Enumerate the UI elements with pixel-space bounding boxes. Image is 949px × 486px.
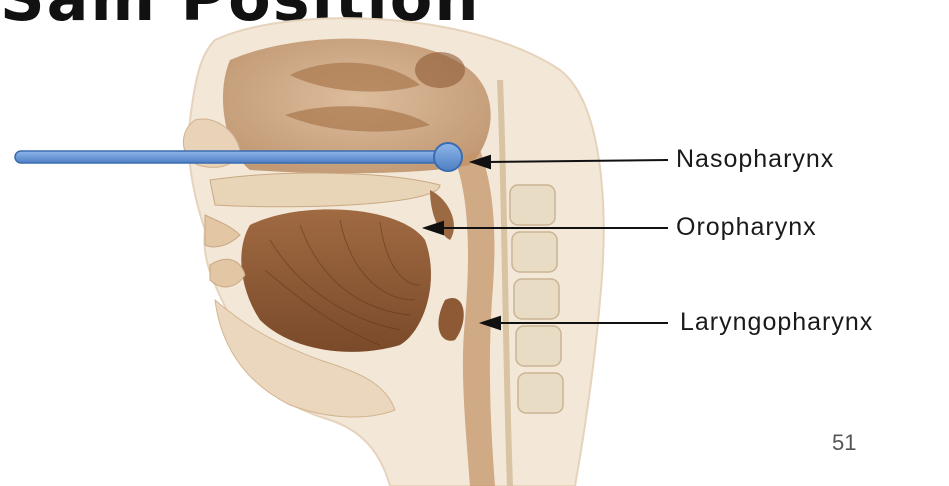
pointer-bar <box>15 151 447 163</box>
oropharynx-label: Oropharynx <box>676 213 817 242</box>
page-number: 51 <box>832 430 856 456</box>
nasopharynx-label: Nasopharynx <box>676 145 834 174</box>
pointer-knob <box>434 143 462 171</box>
laryngopharynx-label: Laryngopharynx <box>680 308 873 337</box>
head-section <box>183 18 603 486</box>
